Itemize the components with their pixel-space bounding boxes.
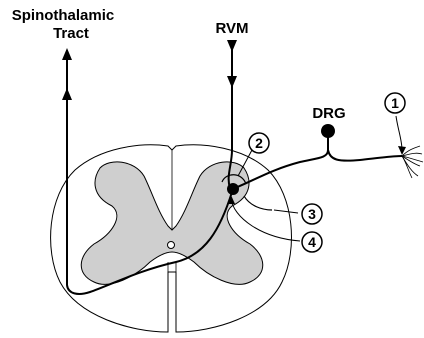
central-canal — [168, 242, 175, 249]
drg-cell-body — [321, 124, 335, 138]
rvm-arrow-mid-icon — [227, 76, 237, 88]
marker-1-label: 1 — [391, 95, 399, 111]
marker-3-label: 3 — [308, 206, 316, 222]
spinothalamic-arrow-mid-icon — [62, 88, 72, 100]
label-drg: DRG — [312, 105, 345, 122]
label-tract: Tract — [53, 25, 89, 42]
nerve-endings-icon — [402, 146, 423, 178]
marker-2-label: 2 — [255, 135, 263, 151]
label-spinothalamic: Spinothalamic — [12, 7, 115, 24]
callout-line-1 — [396, 116, 402, 150]
synapse-node — [227, 183, 239, 195]
marker-4-label: 4 — [308, 234, 316, 250]
spinothalamic-arrow-top-icon — [62, 48, 72, 60]
label-rvm: RVM — [215, 20, 248, 37]
rvm-arrow-top-icon — [227, 40, 237, 52]
drg-peripheral-branch — [328, 150, 402, 161]
